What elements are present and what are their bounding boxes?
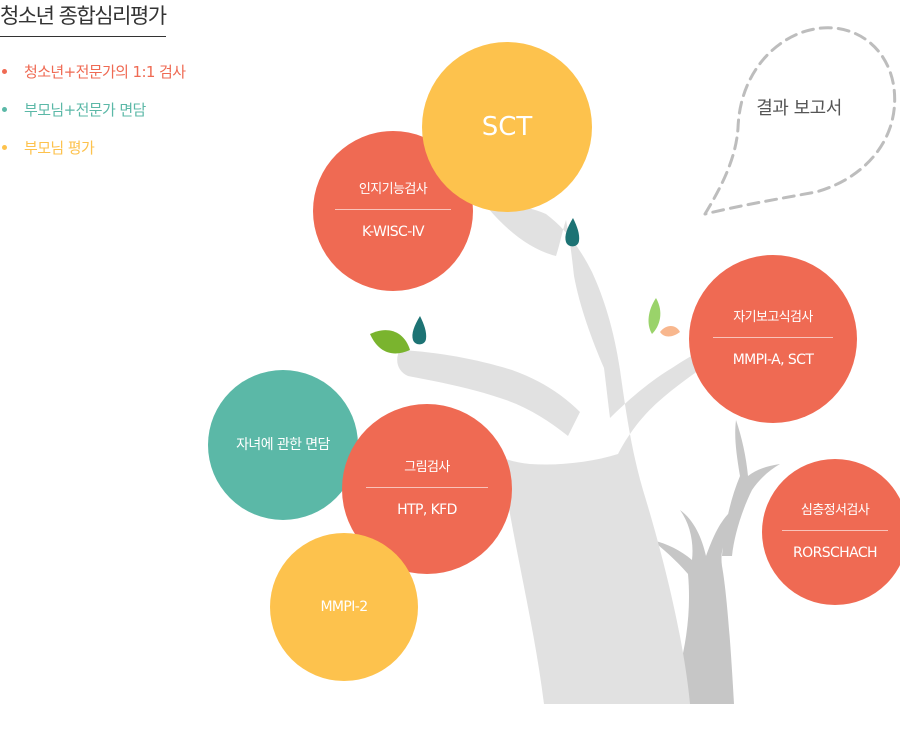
circle-category: 인지기능검사	[358, 181, 428, 197]
circle-child-interview: 자녀에 관한 면담	[208, 370, 358, 520]
leaf-teal-left-icon	[412, 316, 427, 345]
back-tree	[652, 420, 780, 704]
bullet-dot-icon	[2, 145, 7, 150]
page-title: 청소년 종합심리평가	[0, 0, 167, 37]
circle-cognitive-test: 인지기능검사 K-WISC-Ⅳ	[313, 131, 473, 291]
tree-trunk	[488, 206, 714, 704]
circle-divider	[782, 529, 888, 531]
circle-label: MMPI-2	[320, 599, 368, 615]
leaf-green-left-icon	[370, 330, 410, 354]
leaf-teal-top-icon	[565, 218, 580, 247]
circle-mmpi2: MMPI-2	[270, 533, 418, 681]
circle-test-name: MMPI-A, SCT	[732, 351, 814, 368]
circle-label: SCT	[481, 112, 533, 142]
circle-test-name: HTP, KFD	[397, 501, 457, 518]
bullet-dot-icon	[2, 69, 7, 74]
circle-divider	[365, 486, 489, 488]
leaf-green-right-icon	[648, 298, 661, 334]
circle-deep-emotion-test: 심층정서검사 RORSCHACH	[762, 459, 900, 605]
circle-category: 그림검사	[404, 459, 450, 475]
legend-item-adolescent-expert: 청소년+전문가의 1:1 검사	[0, 58, 186, 96]
bullet-dot-icon	[2, 107, 7, 112]
legend-label: 청소년+전문가의 1:1 검사	[24, 63, 186, 81]
legend-item-parent-expert: 부모님+전문가 면담	[0, 96, 185, 134]
legend-item-parent-evaluation: 부모님 평가	[0, 134, 185, 172]
legend: 청소년+전문가의 1:1 검사 부모님+전문가 면담 부모님 평가	[0, 58, 186, 172]
circle-drawing-test: 그림검사 HTP, KFD	[342, 404, 512, 574]
circle-test-name: RORSCHACH	[793, 544, 878, 561]
circle-divider	[712, 336, 834, 338]
circle-category: 자기보고식검사	[733, 309, 813, 325]
circle-self-report-test: 자기보고식검사 MMPI-A, SCT	[689, 255, 857, 423]
tree-branch-left	[397, 350, 580, 436]
circle-divider	[335, 208, 451, 210]
legend-label: 부모님 평가	[24, 139, 95, 157]
circle-category: 심층정서검사	[800, 502, 870, 518]
circle-test-name: K-WISC-Ⅳ	[361, 223, 425, 240]
circle-sct: SCT	[422, 42, 592, 212]
report-label: 결과 보고서	[756, 98, 842, 119]
leaf-orange-right-icon	[660, 326, 680, 337]
legend-label: 부모님+전문가 면담	[24, 101, 146, 119]
report-speech-bubble	[703, 26, 897, 216]
circle-label: 자녀에 관한 면담	[236, 437, 330, 453]
